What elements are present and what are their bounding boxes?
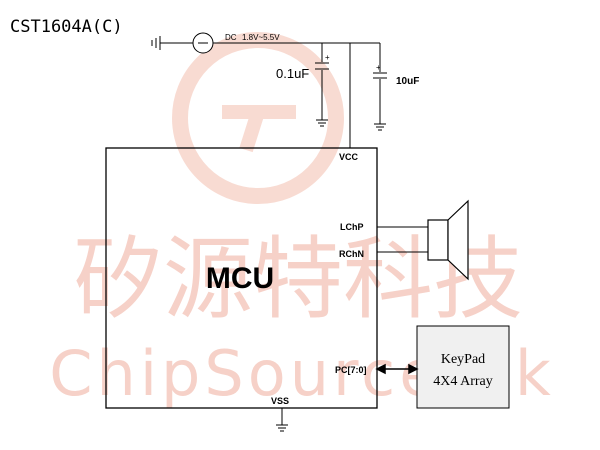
- keypad-array-label: 4X4 Array: [433, 374, 493, 389]
- pin-lchp-label: LChP: [340, 222, 364, 232]
- capacitor-0.1uf-label: 0.1uF: [276, 66, 309, 81]
- ground-symbol-vss: [276, 408, 288, 432]
- ground-symbol-cap1: [316, 119, 328, 127]
- capacitor-10uf-polarity: +: [376, 63, 381, 72]
- capacitor-10uf-label: 10uF: [396, 76, 419, 87]
- pin-rchn-label: RChN: [339, 249, 364, 259]
- pin-pc-label: PC[7:0]: [335, 365, 367, 375]
- mcu-block: [105, 147, 378, 409]
- keypad-label: KeyPad: [441, 352, 485, 367]
- dc-label: DC: [225, 33, 237, 42]
- speaker-wires: [377, 226, 428, 253]
- speaker-icon: [427, 199, 469, 281]
- mcu-label: MCU: [206, 262, 274, 295]
- ground-symbol-cap2: [374, 123, 386, 131]
- keypad-box: [416, 325, 510, 409]
- pin-vss-label: VSS: [271, 396, 289, 406]
- dc-range: 1.8V~5.5V: [242, 33, 280, 42]
- ground-symbol-source: [151, 36, 161, 50]
- pc-bus-arrow: [375, 363, 419, 375]
- watermark-logo: [172, 32, 344, 204]
- capacitor-0.1uf-polarity: +: [325, 53, 330, 62]
- capacitor-0.1uf-symbol: [315, 62, 329, 70]
- capacitor-10uf-symbol: [373, 72, 387, 79]
- pin-vcc-label: VCC: [339, 152, 359, 162]
- chip-title: CST1604A(C): [10, 17, 123, 37]
- dc-source-symbol: [192, 32, 214, 54]
- power-wires: [160, 42, 381, 148]
